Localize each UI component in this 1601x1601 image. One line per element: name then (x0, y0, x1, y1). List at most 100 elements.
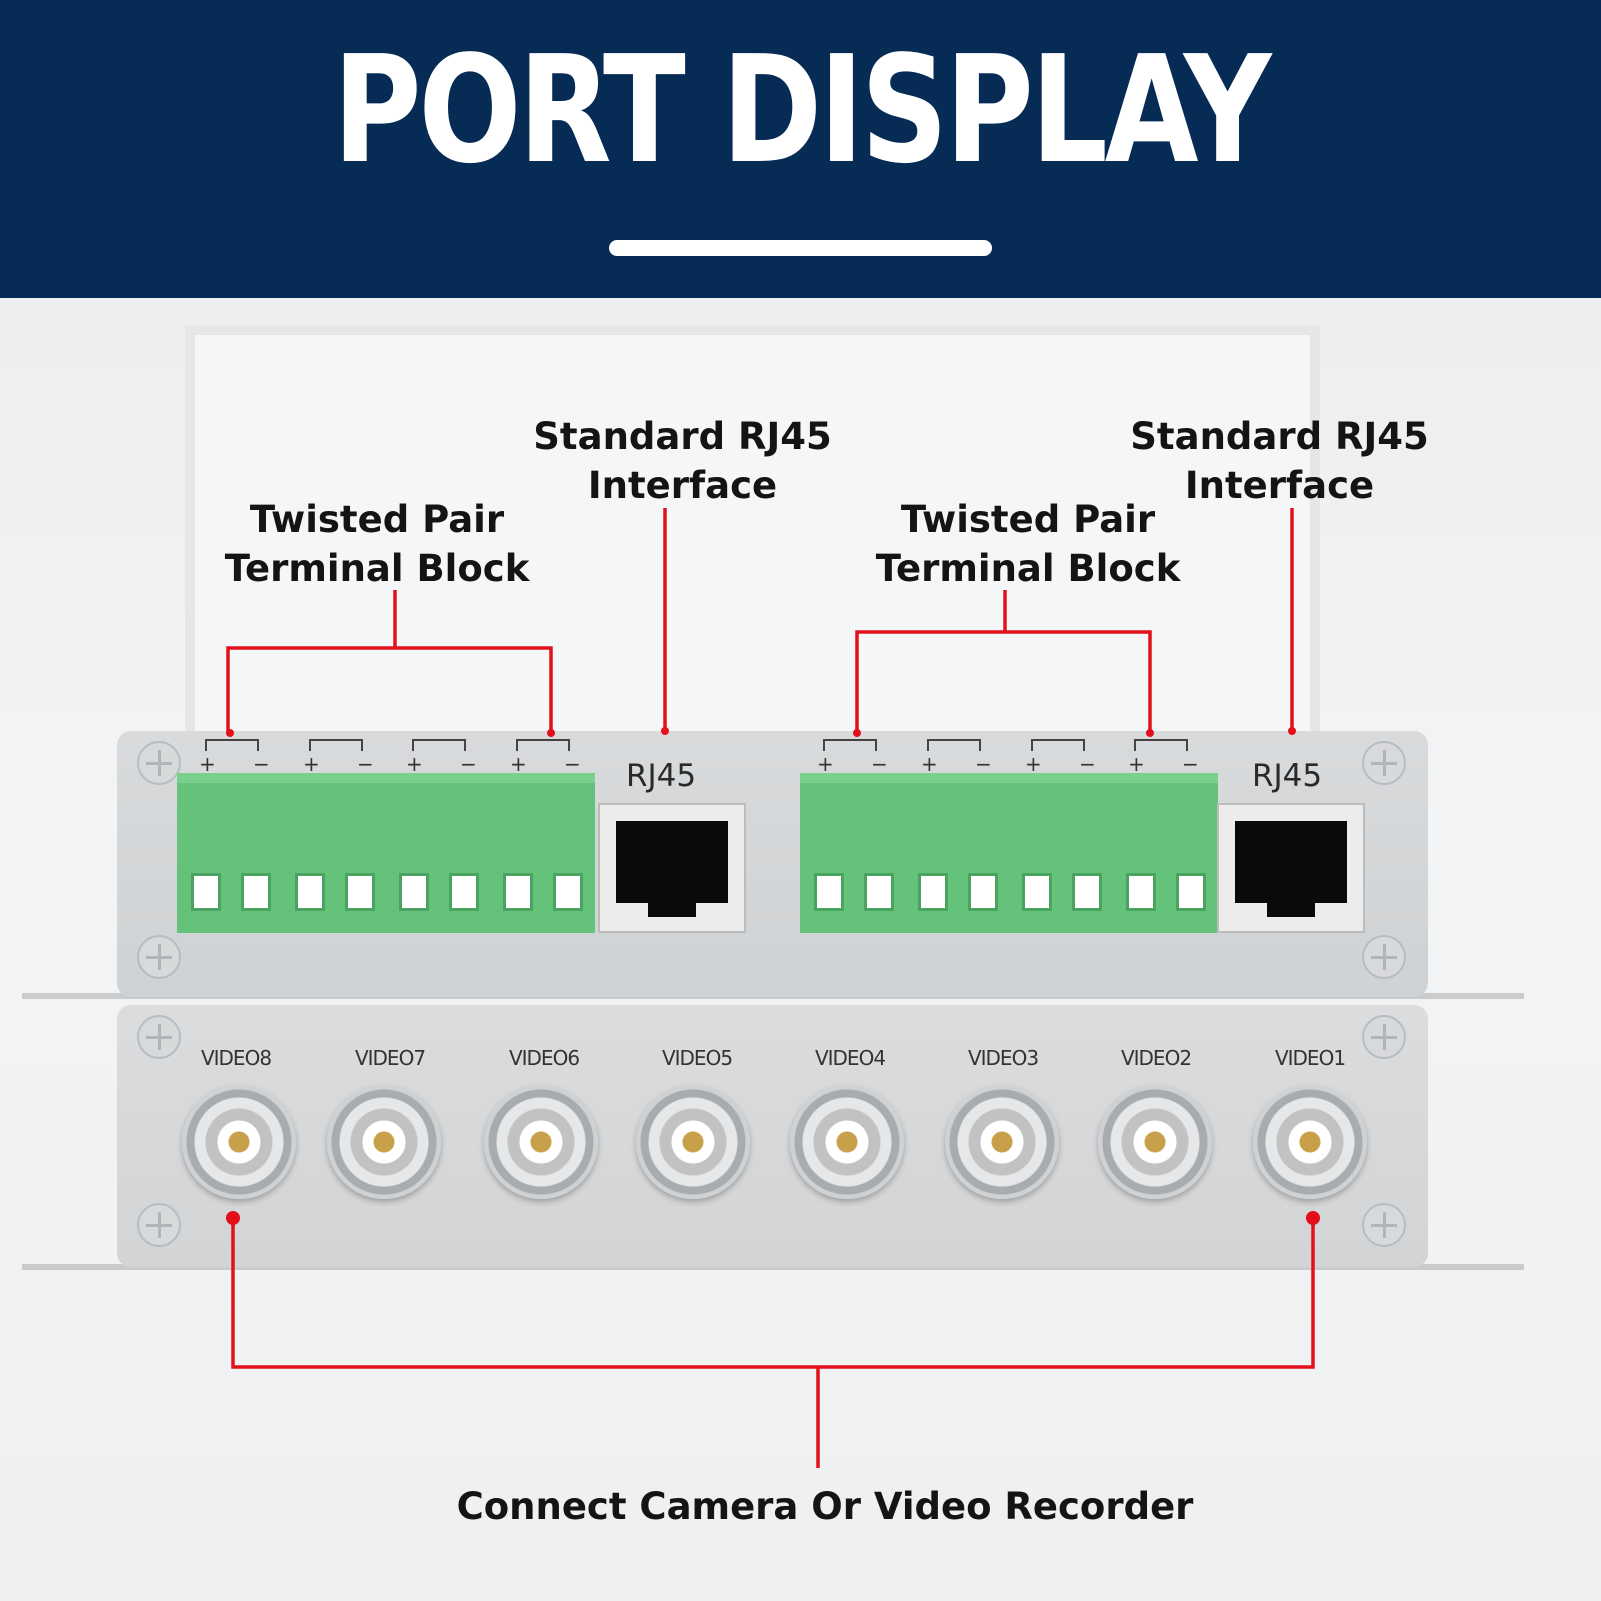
callout-line (226, 646, 553, 733)
rj45-label-left: RJ45 (626, 758, 697, 794)
video-port-label: VIDEO2 (1120, 1046, 1192, 1070)
label-line: Standard RJ45 (1130, 415, 1429, 458)
screw-icon (1362, 1015, 1406, 1059)
bnc-connector-icon[interactable] (484, 1085, 598, 1199)
label-line: Twisted Pair (900, 498, 1156, 541)
terminal-slot[interactable] (814, 873, 844, 911)
polarity-bracket (823, 739, 877, 751)
polarity-plus: + (199, 752, 216, 776)
polarity-minus: − (357, 752, 374, 776)
label-rj45-left: Standard RJ45 Interface (530, 412, 835, 510)
rj45-port-left[interactable] (598, 803, 746, 933)
terminal-slot[interactable] (553, 873, 583, 911)
video-port-label: VIDEO6 (508, 1046, 580, 1070)
video-port-label: VIDEO7 (354, 1046, 426, 1070)
polarity-bracket (927, 739, 981, 751)
polarity-bracket (412, 739, 466, 751)
callout-dot (226, 1211, 240, 1225)
screw-icon (137, 935, 181, 979)
header-banner: PORT DISPLAY (0, 0, 1601, 298)
polarity-bracket (309, 739, 363, 751)
terminal-slot[interactable] (968, 873, 998, 911)
polarity-plus: + (303, 752, 320, 776)
bnc-connector-icon[interactable] (182, 1085, 296, 1199)
polarity-bracket (516, 739, 570, 751)
bnc-connector-icon[interactable] (636, 1085, 750, 1199)
terminal-slot[interactable] (241, 873, 271, 911)
polarity-minus: − (871, 752, 888, 776)
screw-icon (137, 741, 181, 785)
video-port-label: VIDEO3 (967, 1046, 1039, 1070)
polarity-plus: + (406, 752, 423, 776)
label-connect-camera: Connect Camera Or Video Recorder (456, 1485, 1194, 1528)
title-underline (609, 240, 992, 256)
bnc-connector-icon[interactable] (945, 1085, 1059, 1199)
video-port-label: VIDEO5 (661, 1046, 733, 1070)
terminal-slot[interactable] (345, 873, 375, 911)
callout-dot (226, 729, 234, 737)
screw-icon (137, 1203, 181, 1247)
terminal-slot[interactable] (399, 873, 429, 911)
label-line: Terminal Block (224, 547, 530, 590)
video-port-label: VIDEO8 (200, 1046, 272, 1070)
label-line: Interface (587, 464, 778, 507)
terminal-slot[interactable] (864, 873, 894, 911)
screw-icon (1362, 741, 1406, 785)
callout-dot (1288, 727, 1296, 735)
polarity-bracket (1134, 739, 1188, 751)
callout-dot (661, 727, 669, 735)
polarity-minus: − (564, 752, 581, 776)
terminal-slot[interactable] (1022, 873, 1052, 911)
terminal-block-left (177, 773, 595, 933)
screw-icon (1362, 935, 1406, 979)
polarity-plus: + (1128, 752, 1145, 776)
video-port-label: VIDEO1 (1274, 1046, 1346, 1070)
terminal-block-right (800, 773, 1218, 933)
callout-line (231, 1218, 1315, 1369)
bnc-connector-icon[interactable] (790, 1085, 904, 1199)
polarity-minus: − (460, 752, 477, 776)
terminal-slot[interactable] (1126, 873, 1156, 911)
label-rj45-right: Standard RJ45 Interface (1127, 412, 1432, 510)
terminal-slot[interactable] (295, 873, 325, 911)
bnc-connector-icon[interactable] (327, 1085, 441, 1199)
label-twisted-pair-right: Twisted Pair Terminal Block (873, 495, 1183, 593)
terminal-slot[interactable] (918, 873, 948, 911)
callout-dot (547, 729, 555, 737)
mounting-flange-bottom (22, 1264, 1524, 1270)
polarity-plus: + (817, 752, 834, 776)
polarity-minus: − (253, 752, 270, 776)
label-line: Twisted Pair (249, 498, 505, 541)
rj45-label-right: RJ45 (1252, 758, 1323, 794)
callout-line (855, 630, 1152, 733)
label-line: Terminal Block (875, 547, 1181, 590)
polarity-plus: + (1025, 752, 1042, 776)
screw-icon (137, 1015, 181, 1059)
rj45-port-right[interactable] (1217, 803, 1365, 933)
video-port-label: VIDEO4 (814, 1046, 886, 1070)
screw-icon (1362, 1203, 1406, 1247)
terminal-slot[interactable] (1072, 873, 1102, 911)
terminal-slot[interactable] (1176, 873, 1206, 911)
terminal-slot[interactable] (503, 873, 533, 911)
bnc-connector-icon[interactable] (1098, 1085, 1212, 1199)
rj45-jack-icon (1235, 821, 1347, 917)
page-title: PORT DISPLAY (332, 24, 1272, 196)
label-line: Interface (1184, 464, 1375, 507)
rj45-jack-icon (616, 821, 728, 917)
polarity-bracket (205, 739, 259, 751)
terminal-slot[interactable] (191, 873, 221, 911)
callout-dot (1146, 729, 1154, 737)
label-twisted-pair-left: Twisted Pair Terminal Block (222, 495, 532, 593)
callout-dot (853, 729, 861, 737)
polarity-minus: − (1079, 752, 1096, 776)
terminal-slot[interactable] (449, 873, 479, 911)
background-screen (185, 325, 1320, 765)
polarity-minus: − (1182, 752, 1199, 776)
polarity-plus: + (510, 752, 527, 776)
polarity-minus: − (975, 752, 992, 776)
bnc-connector-icon[interactable] (1253, 1085, 1367, 1199)
callout-dot (1306, 1211, 1320, 1225)
label-line: Standard RJ45 (533, 415, 832, 458)
